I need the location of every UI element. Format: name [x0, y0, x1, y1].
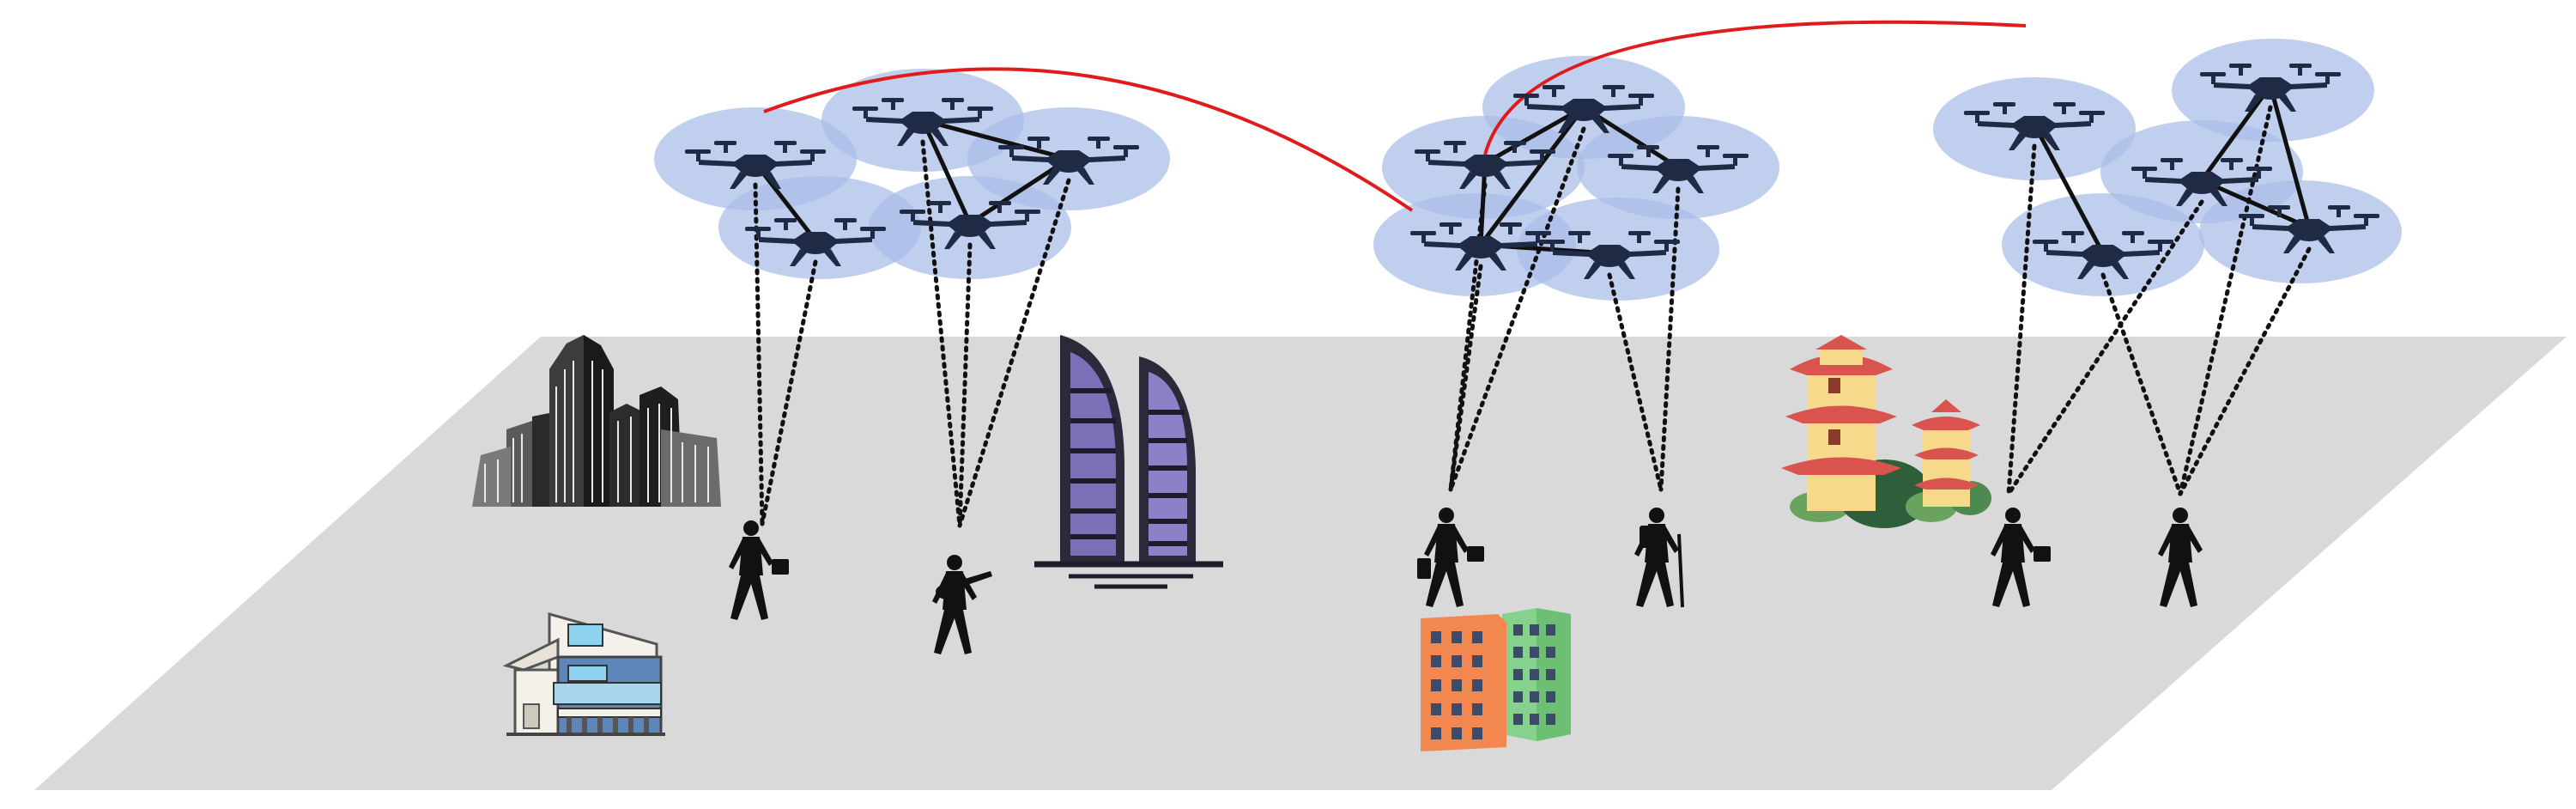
drone-link	[2268, 85, 2312, 228]
access-link	[957, 242, 973, 528]
pagoda-icon	[1781, 335, 1991, 528]
twin-tower-icon	[1034, 335, 1223, 589]
inter-swarm-links	[763, 20, 2027, 212]
access-link	[2178, 105, 2273, 496]
walking-person-icon	[2158, 508, 2203, 607]
walking-person-icon	[1634, 508, 1684, 608]
drone-link	[1483, 105, 1585, 166]
access-link	[2100, 272, 2183, 496]
drone-link	[922, 118, 1070, 161]
drone-link	[2200, 178, 2311, 230]
walking-person-icon	[932, 555, 992, 654]
coverage-area	[718, 176, 921, 279]
access-link	[2178, 246, 2312, 496]
access-link	[760, 259, 818, 526]
drone-link	[1479, 106, 1585, 246]
inter-swarm-link	[1483, 20, 2027, 155]
drone-link	[920, 119, 973, 225]
access-link	[753, 182, 765, 526]
drone-link	[2199, 84, 2273, 182]
access-link	[1448, 126, 1586, 492]
modern-house-icon	[502, 612, 665, 736]
walking-person-icon	[1991, 508, 2051, 607]
access-link	[920, 139, 962, 528]
access-link	[2006, 199, 2204, 496]
access-link	[1658, 186, 1681, 492]
access-links	[753, 105, 2312, 528]
walking-person-icon	[729, 520, 789, 620]
office-building-icon	[1421, 608, 1571, 751]
inter-swarm-link	[763, 67, 1414, 212]
walking-person-icon	[1417, 508, 1484, 607]
skyscraper-cluster-icon	[472, 335, 721, 507]
access-link	[1607, 272, 1664, 492]
access-link	[957, 178, 1071, 528]
access-link	[1448, 264, 1483, 492]
ground-users	[729, 508, 2203, 654]
access-link	[2006, 143, 2037, 496]
drone-link	[2032, 123, 2106, 255]
